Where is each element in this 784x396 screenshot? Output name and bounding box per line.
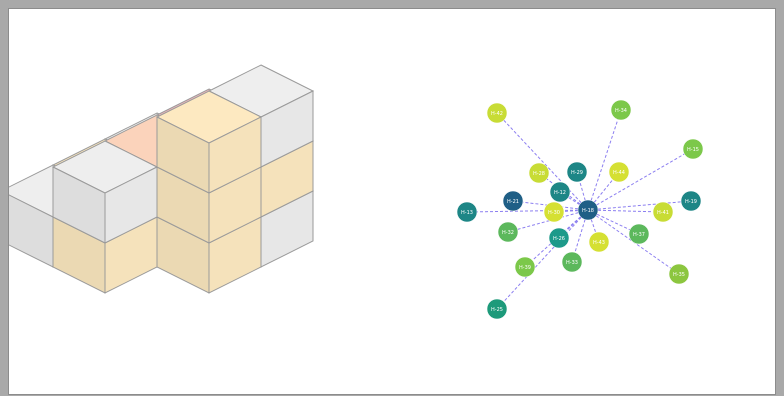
edge-line <box>466 209 589 213</box>
network-center-node: H-18 <box>577 199 599 221</box>
svg-text:H-21: H-21 <box>507 199 519 205</box>
network-node: H-44 <box>608 161 630 183</box>
network-node: H-43 <box>588 231 610 253</box>
network-node: H-33 <box>561 251 583 273</box>
svg-text:H-19: H-19 <box>685 199 697 205</box>
edge-line <box>587 148 694 211</box>
svg-text:H-25: H-25 <box>491 307 503 313</box>
svg-text:H-15: H-15 <box>687 147 699 153</box>
network-node: H-30 <box>543 201 565 223</box>
network-diagram: H-42 H-34H-15H-28 H-29 H-44H-21 H-12H-13 H-30… <box>456 99 704 320</box>
network-node: H-35 <box>668 263 690 285</box>
network-node: H-29 <box>566 161 588 183</box>
edge-line <box>587 209 664 213</box>
svg-text:H-35: H-35 <box>673 272 685 278</box>
network-node: H-26 <box>548 227 570 249</box>
svg-text:H-26: H-26 <box>553 236 565 242</box>
network-node: H-12 <box>549 181 571 203</box>
edge-line <box>507 209 589 233</box>
svg-text:H-32: H-32 <box>502 230 514 236</box>
svg-text:H-44: H-44 <box>613 170 625 176</box>
svg-text:H-28: H-28 <box>533 171 545 177</box>
svg-text:H-13: H-13 <box>461 210 473 216</box>
isometric-cube-figure: R <box>9 64 315 294</box>
network-node: H-19 <box>680 190 702 212</box>
edge-line <box>496 209 589 310</box>
svg-text:H-41: H-41 <box>657 210 669 216</box>
svg-text:H-18: H-18 <box>582 208 594 214</box>
network-node: H-41 <box>652 201 674 223</box>
network-node: H-42 <box>486 102 508 124</box>
network-node: H-15 <box>682 138 704 160</box>
figure-canvas: R H-42H-34H-15H-28H-29H-44H-21H-12H-13H-… <box>8 8 776 395</box>
network-node: H-34 <box>610 99 632 121</box>
network-node: H-21 <box>502 190 524 212</box>
svg-text:H-30: H-30 <box>548 210 560 216</box>
cube-grey <box>51 140 159 244</box>
network-node: H-32 <box>497 221 519 243</box>
edge-line <box>587 200 692 211</box>
svg-text:H-39: H-39 <box>519 265 531 271</box>
network-node: H-25 <box>486 298 508 320</box>
network-node: H-37 <box>628 223 650 245</box>
svg-text:H-34: H-34 <box>615 108 627 114</box>
svg-text:H-29: H-29 <box>571 170 583 176</box>
network-node: H-39 <box>514 256 536 278</box>
edge-line <box>496 112 589 211</box>
svg-text:H-43: H-43 <box>593 240 605 246</box>
svg-text:H-37: H-37 <box>633 232 645 238</box>
svg-text:H-33: H-33 <box>566 260 578 266</box>
svg-text:H-42: H-42 <box>491 111 503 117</box>
cube-yellow <box>155 90 263 194</box>
svg-text:H-12: H-12 <box>554 190 566 196</box>
network-node: H-28 <box>528 162 550 184</box>
network-node: H-13 <box>456 201 478 223</box>
edge-line <box>587 109 622 211</box>
